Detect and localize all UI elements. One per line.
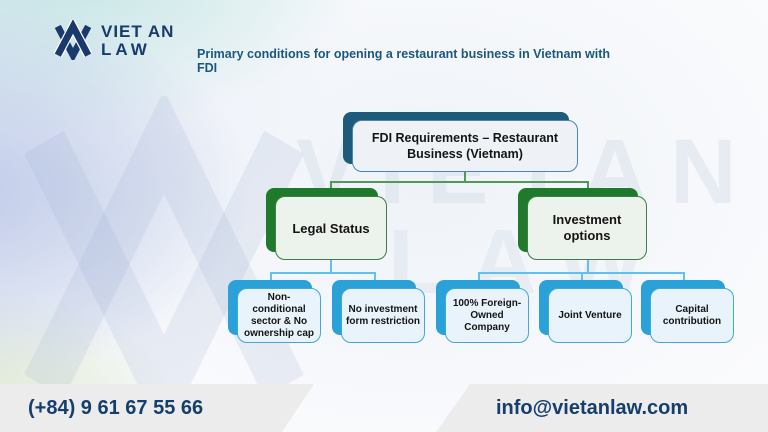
footer-bar-right [436, 384, 768, 432]
connector-legal-down [330, 260, 332, 273]
connector-investment-down [587, 260, 589, 273]
connector-to-investment [587, 181, 589, 193]
footer-bar-left [0, 384, 314, 432]
brand-name-line2: LAW [101, 39, 151, 59]
node-label: Investment options [527, 196, 647, 260]
vietan-logo-mark-icon [53, 20, 93, 60]
brand-name-line1: VIET AN [101, 21, 175, 41]
connector-to-nonconditional [270, 272, 272, 286]
connector-to-legal [330, 181, 332, 193]
logo-watermark [24, 96, 304, 426]
node-label: No investment form restriction [341, 288, 425, 343]
brand-name: VIET AN LAW [101, 23, 174, 58]
connector-to-foreignowned [478, 272, 480, 286]
connector-to-noform [374, 272, 376, 286]
node-label: Legal Status [275, 196, 387, 260]
email-address: info@vietanlaw.com [496, 397, 689, 419]
brand-logo: VIET AN LAW [52, 20, 174, 60]
connector-root-horizontal [330, 181, 588, 183]
connector-legal-horizontal [270, 272, 376, 274]
page-title: Primary conditions for opening a restaur… [197, 47, 611, 75]
phone-number: (+84) 9 61 67 55 66 [28, 397, 204, 419]
node-label: 100% Foreign-Owned Company [445, 288, 529, 343]
connector-root-down [464, 172, 466, 182]
connector-to-jointventure [581, 272, 583, 286]
node-label: Joint Venture [548, 288, 632, 343]
connector-to-capital [683, 272, 685, 286]
node-label: Capital contribution [650, 288, 734, 343]
node-label: FDI Requirements – Restaurant Business (… [352, 120, 578, 172]
node-label: Non-conditional sector & No ownership ca… [237, 288, 321, 343]
